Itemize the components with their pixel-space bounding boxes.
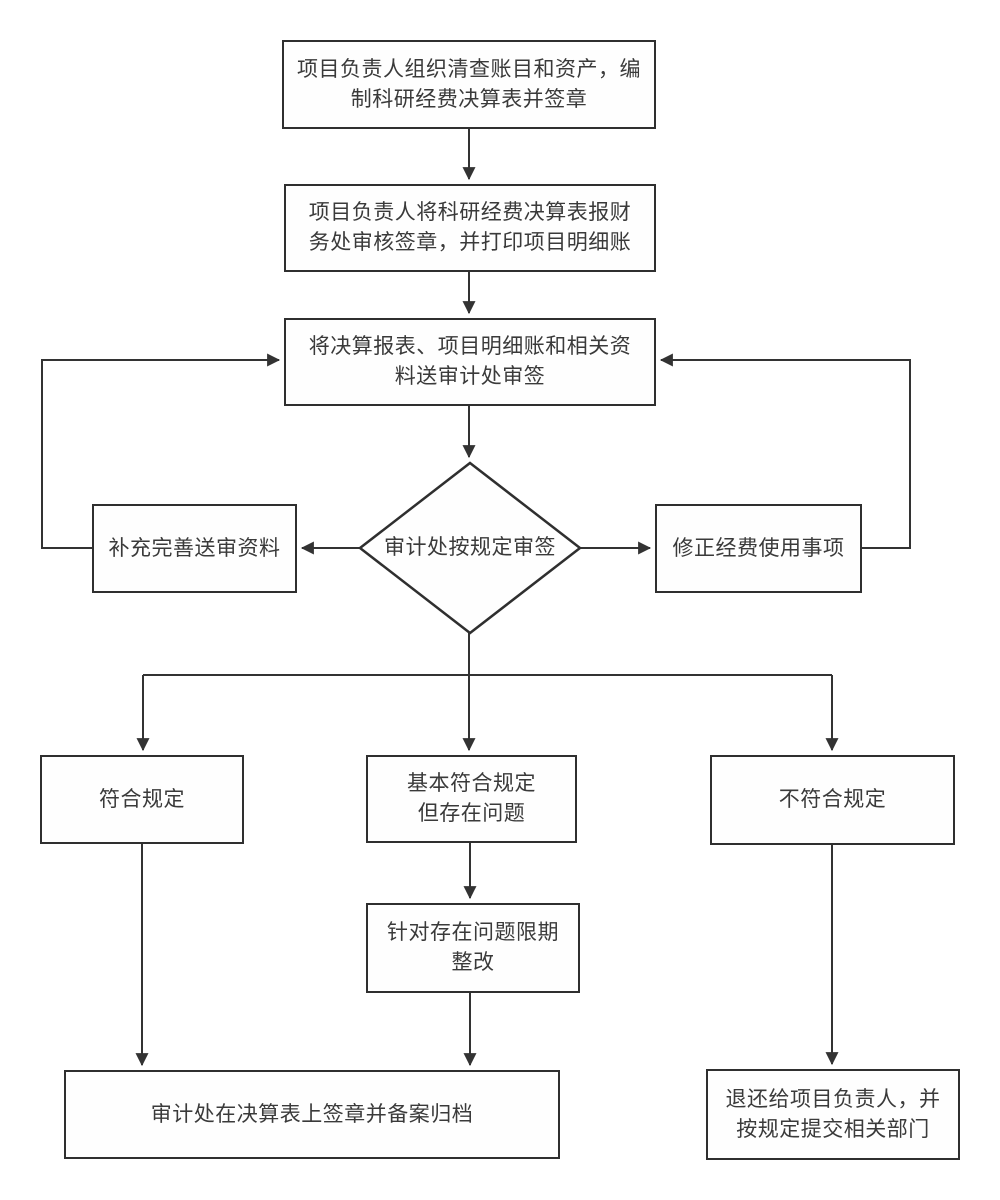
node-label: 基本符合规定 — [407, 772, 536, 795]
node-label: 整改 — [451, 951, 495, 974]
node-sign-and-archive: 审计处在决算表上签章并备案归档 — [64, 1070, 560, 1159]
node-label: 制科研经费决算表并签章 — [350, 87, 588, 111]
node-prepare-final-accounts: 项目负责人组织清查账目和资产，编 制科研经费决算表并签章 — [282, 40, 656, 129]
node-rectify-within-deadline: 针对存在问题限期 整改 — [366, 903, 580, 993]
connector-supplement-submit-loop — [41, 353, 281, 549]
node-label: 针对存在问题限期 — [387, 921, 559, 944]
node-label: 项目负责人将科研经费决算表报财 — [308, 201, 632, 224]
node-label: 退还给项目负责人，并 — [725, 1087, 941, 1111]
node-audit-decision: 审计处按规定审签 — [356, 459, 584, 637]
node-label: 按规定提交相关部门 — [736, 1117, 930, 1141]
node-noncompliant: 不符合规定 — [710, 755, 955, 845]
node-label: 务处审核签章，并打印项目明细账 — [308, 231, 632, 254]
node-label: 符合规定 — [99, 787, 185, 811]
node-finance-review: 项目负责人将科研经费决算表报财 务处审核签章，并打印项目明细账 — [284, 184, 656, 272]
node-label: 项目负责人组织清查账目和资产，编 — [297, 57, 641, 81]
node-correct-funding-use: 修正经费使用事项 — [655, 504, 862, 593]
node-send-to-audit-office: 将决算报表、项目明细账和相关资 料送审计处审签 — [284, 318, 656, 406]
node-label: 审计处在决算表上签章并备案归档 — [150, 1102, 474, 1126]
node-label: 料送审计处审签 — [394, 365, 546, 388]
node-label: 补充完善送审资料 — [108, 536, 281, 560]
node-basically-compliant: 基本符合规定 但存在问题 — [366, 755, 577, 843]
node-label: 不符合规定 — [778, 788, 887, 811]
connector-correct-submit-loop — [659, 353, 911, 549]
node-label: 但存在问题 — [417, 802, 526, 825]
node-return-to-project-leader: 退还给项目负责人，并 按规定提交相关部门 — [706, 1069, 960, 1160]
node-supplement-materials: 补充完善送审资料 — [92, 504, 297, 593]
node-label: 修正经费使用事项 — [672, 536, 845, 560]
node-compliant: 符合规定 — [40, 755, 244, 844]
diamond-shape — [357, 461, 583, 635]
node-label: 审计处按规定审签 — [384, 536, 556, 559]
node-label: 将决算报表、项目明细账和相关资 — [308, 335, 632, 358]
